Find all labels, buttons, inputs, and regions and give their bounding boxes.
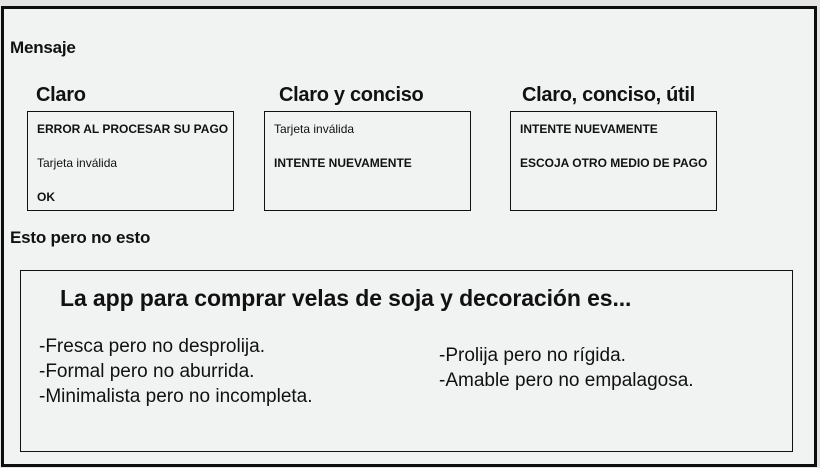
message-box-claro-conciso-util: INTENTE NUEVAMENTE ESCOJA OTRO MEDIO DE … [510,111,717,211]
message-line: OK [37,190,55,204]
traits-list-left: -Fresca pero no desprolija. -Formal pero… [39,334,313,409]
section-title-esto-pero-no-esto: Esto pero no esto [10,228,151,247]
brand-personality-box: La app para comprar velas de soja y deco… [20,270,793,452]
message-line: ESCOJA OTRO MEDIO DE PAGO [520,156,708,170]
brand-personality-heading: La app para comprar velas de soja y deco… [60,285,632,311]
trait-item: -Amable pero no empalagosa. [439,370,694,391]
message-box-claro: ERROR AL PROCESAR SU PAGO Tarjeta inváli… [27,111,234,211]
column-title-claro-conciso-util: Claro, conciso, útil [522,84,695,106]
message-box-claro-y-conciso: Tarjeta inválida INTENTE NUEVAMENTE [264,111,471,211]
column-title-claro-y-conciso: Claro y conciso [279,84,424,106]
trait-item: -Minimalista pero no incompleta. [39,386,313,407]
message-line: INTENTE NUEVAMENTE [520,122,658,136]
message-line: Tarjeta inválida [37,156,118,170]
message-line: Tarjeta inválida [274,122,355,136]
message-line: ERROR AL PROCESAR SU PAGO [37,122,229,136]
traits-list-right: -Prolija pero no rígida. -Amable pero no… [439,343,694,393]
section-title-mensaje: Mensaje [10,38,76,57]
column-title-claro: Claro [36,84,86,106]
trait-item: -Formal pero no aburrida. [39,361,255,382]
message-line: INTENTE NUEVAMENTE [274,156,412,170]
trait-item: -Fresca pero no desprolija. [39,336,265,357]
trait-item: -Prolija pero no rígida. [439,345,626,366]
